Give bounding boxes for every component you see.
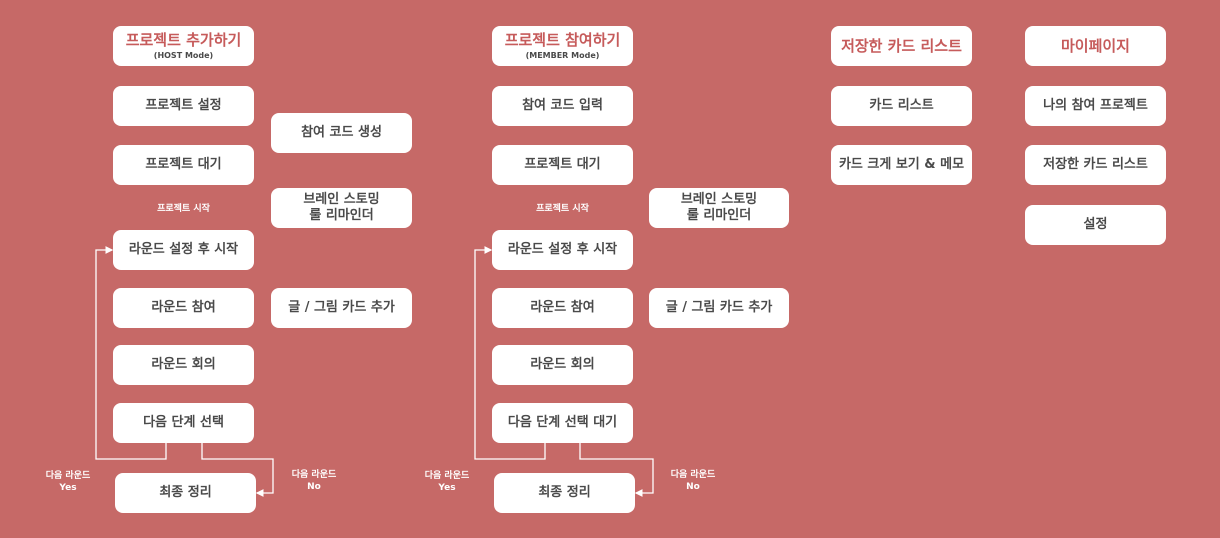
host-no-line: [201, 443, 274, 497]
member-wait-box[interactable]: 프로젝트 대기: [492, 145, 633, 185]
host-start-label: 프로젝트 시작: [157, 204, 210, 214]
mypage-projects-box[interactable]: 나의 참여 프로젝트: [1025, 86, 1166, 126]
member-card-add-box[interactable]: 글 / 그림 카드 추가: [649, 288, 789, 328]
mypage-saved-cards-box[interactable]: 저장한 카드 리스트: [1025, 145, 1166, 185]
member-no-label: 다음 라운드 No: [663, 470, 723, 493]
member-no-label-line2: No: [686, 481, 700, 492]
mypage-settings-box[interactable]: 설정: [1025, 205, 1166, 245]
host-reminder-box[interactable]: 브레인 스토밍 룰 리마인더: [271, 188, 412, 228]
host-title-box[interactable]: 프로젝트 추가하기 (HOST Mode): [113, 26, 254, 66]
host-settings-box[interactable]: 프로젝트 설정: [113, 86, 254, 126]
host-no-label-line2: No: [307, 481, 321, 492]
host-reminder-line2: 룰 리마인더: [309, 208, 374, 223]
member-next-step-box[interactable]: 다음 단계 선택 대기: [492, 403, 633, 443]
saved-card-view-box[interactable]: 카드 크게 보기 & 메모: [831, 145, 972, 185]
member-subtitle: (MEMBER Mode): [525, 50, 600, 60]
member-code-input-box[interactable]: 참여 코드 입력: [492, 86, 633, 126]
member-yes-label: 다음 라운드 Yes: [417, 471, 477, 494]
member-yes-label-line1: 다음 라운드: [424, 471, 470, 481]
member-round-join-box[interactable]: 라운드 참여: [492, 288, 633, 328]
member-reminder-line1: 브레인 스토밍: [680, 191, 758, 207]
host-no-label: 다음 라운드 No: [284, 470, 344, 493]
host-title: 프로젝트 추가하기: [125, 31, 242, 50]
member-round-setup-box[interactable]: 라운드 설정 후 시작: [492, 230, 633, 270]
member-reminder-box[interactable]: 브레인 스토밍 룰 리마인더: [649, 188, 789, 228]
member-no-label-line1: 다음 라운드: [670, 470, 716, 480]
host-round-join-box[interactable]: 라운드 참여: [113, 288, 254, 328]
member-title-box[interactable]: 프로젝트 참여하기 (MEMBER Mode): [492, 26, 633, 66]
member-yes-label-line2: Yes: [438, 482, 456, 493]
host-code-gen-box[interactable]: 참여 코드 생성: [271, 113, 412, 153]
host-round-setup-box[interactable]: 라운드 설정 후 시작: [113, 230, 254, 270]
member-title: 프로젝트 참여하기: [504, 31, 621, 50]
host-no-label-line1: 다음 라운드: [291, 470, 337, 480]
member-reminder-line2: 룰 리마인더: [686, 208, 752, 223]
host-wait-box[interactable]: 프로젝트 대기: [113, 145, 254, 185]
member-yes-loop-line: [474, 246, 546, 460]
member-start-label: 프로젝트 시작: [536, 204, 589, 214]
mypage-title-box[interactable]: 마이페이지: [1025, 26, 1166, 66]
host-round-meeting-box[interactable]: 라운드 회의: [113, 345, 254, 385]
host-yes-loop-line: [95, 246, 167, 460]
member-no-line: [579, 443, 654, 497]
host-next-step-box[interactable]: 다음 단계 선택: [113, 403, 254, 443]
host-subtitle: (HOST Mode): [153, 50, 214, 60]
host-card-add-box[interactable]: 글 / 그림 카드 추가: [271, 288, 412, 328]
member-round-meeting-box[interactable]: 라운드 회의: [492, 345, 633, 385]
member-final-box[interactable]: 최종 정리: [494, 473, 635, 513]
host-final-box[interactable]: 최종 정리: [115, 473, 256, 513]
host-yes-label-line2: Yes: [59, 482, 77, 493]
saved-card-list-box[interactable]: 카드 리스트: [831, 86, 972, 126]
host-reminder-line1: 브레인 스토밍: [303, 191, 380, 207]
host-yes-label: 다음 라운드 Yes: [38, 471, 98, 494]
saved-title-box[interactable]: 저장한 카드 리스트: [831, 26, 972, 66]
host-yes-label-line1: 다음 라운드: [45, 471, 91, 481]
